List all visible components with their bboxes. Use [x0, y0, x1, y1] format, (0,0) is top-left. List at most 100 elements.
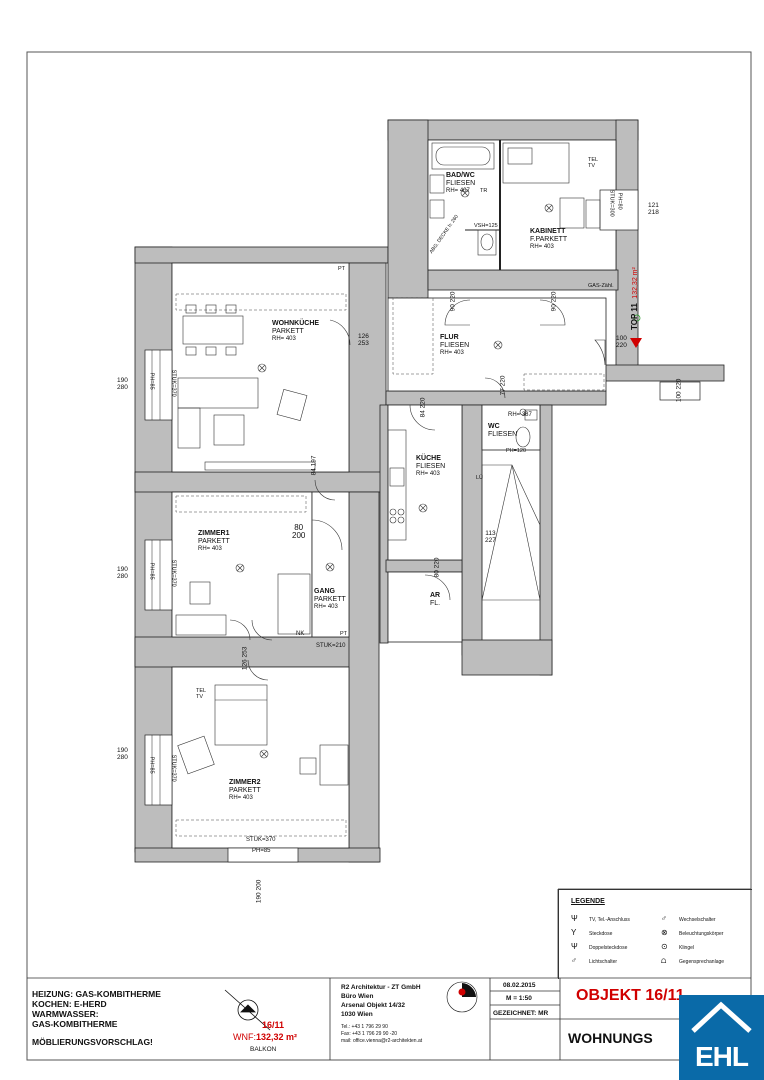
legend-text-klingel: Klingel — [679, 945, 695, 951]
dim-top: 100 — [675, 391, 683, 403]
legend-text-wechsel: Wechselschalter — [679, 917, 716, 923]
legend-text-steckdose: Steckdose — [589, 931, 613, 937]
room-floor: FL. — [430, 600, 441, 608]
dim-top: 90 — [550, 304, 558, 312]
dim-bottom: 220 — [675, 378, 683, 390]
nk-label: NK — [296, 631, 305, 637]
top-11-marker: TOP 11 132,32 m² — [624, 267, 642, 330]
heating-info: HEIZUNG: GAS-KOMBITHERME — [32, 989, 161, 999]
gas-meter-label: GAS-Zähl. — [588, 283, 614, 289]
dimension-80-220-kueche: 80 220 — [433, 557, 442, 578]
dimension-90-220-bad: 90 220 — [449, 291, 458, 312]
objekt-title: OBJEKT 16/11 — [576, 987, 685, 1004]
room-name: BAD/WC — [446, 172, 475, 179]
architect-fax: Fax: +43 1 796 29 90 -20 — [341, 1031, 398, 1037]
ph-85-z1: PH=85 — [148, 562, 155, 580]
dim-bottom: 200 — [255, 879, 263, 891]
legend-text-doppel: Doppelsteckdose — [589, 945, 628, 951]
architect-city: 1030 Wien — [341, 1011, 373, 1018]
room-label-gang: GANG PARKETT RH= 403 — [314, 588, 346, 611]
dim-top: 100 — [616, 335, 627, 342]
ph-85-z2-side: PH=85 — [148, 756, 155, 774]
ph-120: PH=120 — [506, 448, 527, 454]
vsh-125: VSH=125 — [474, 223, 498, 229]
dimension-84-220: 84 220 — [419, 397, 428, 417]
dimension-84-197: 84 197 — [311, 455, 319, 475]
room-name: ZIMMER1 — [198, 530, 230, 537]
legend-text-beleuchtung: Beleuchtungskörper — [679, 931, 724, 937]
cooking-info: KOCHEN: E-HERD — [32, 999, 107, 1009]
dim-bottom: 253 — [358, 339, 369, 347]
water-value: GAS-KOMBITHERME — [32, 1019, 118, 1029]
dim-bottom: 280 — [117, 383, 128, 391]
room-floor: FLIESEN — [440, 342, 470, 350]
dim-bottom: 280 — [117, 753, 128, 761]
bell-icon: ⊙ — [661, 942, 668, 951]
room-name: ZIMMER2 — [229, 779, 261, 786]
dimension-90-220-kab: 90 220 — [550, 291, 559, 312]
house-icon — [691, 1001, 752, 1033]
room-label-wc: WC FLIESEN — [488, 423, 517, 439]
dim-bottom: 200 — [292, 531, 306, 541]
legend-text-licht: Lichtschalter — [589, 959, 618, 965]
dim-bottom: 220 — [616, 341, 627, 349]
room-name: AR — [430, 592, 441, 599]
room-floor: PARKETT — [229, 787, 261, 795]
light-switch-icon: ♂ — [571, 956, 577, 965]
stuk-370-z2-side: STUK=370 — [170, 754, 177, 782]
dimension-190-280-z1: 190 280 — [117, 566, 128, 581]
room-name: FLUR — [440, 334, 459, 341]
dim-bottom: 280 — [117, 572, 128, 580]
ceiling-light-icon: ⊗ — [661, 928, 668, 937]
architect-street: Arsenal Objekt 14/32 — [341, 1002, 405, 1009]
socket-icon: Y — [571, 928, 577, 937]
dim-bottom: 253 — [241, 646, 249, 658]
dim-bottom: 220 — [433, 557, 441, 569]
stuk-370-z2: STUK=370 — [246, 837, 276, 843]
room-floor: PARKETT — [272, 328, 304, 336]
room-name: WC — [488, 423, 500, 430]
room-height: RH= 403 — [530, 244, 554, 251]
architect-name: R2 Architektur - ZT GmbH — [341, 984, 421, 991]
room-height: RH= 407 — [446, 188, 470, 195]
dim-top: 80 — [433, 570, 441, 578]
room-height: RH= 403 — [272, 336, 296, 343]
dimension-190-280-wk: 190 280 — [117, 377, 128, 392]
room-floor: FLIESEN — [488, 431, 518, 439]
ph-85-z2: PH=85 — [252, 848, 271, 854]
room-height: RH= 403 — [314, 604, 338, 611]
room-floor: FLIESEN — [416, 463, 446, 471]
dim-bottom: 218 — [648, 208, 659, 216]
dim-bottom: 220 — [419, 397, 427, 409]
ehl-logo: EHL — [679, 995, 764, 1080]
wnf-value: 132,32 m² — [256, 1032, 298, 1042]
dim-top: 90 — [449, 304, 457, 312]
room-name: KABINETT — [530, 228, 566, 235]
room-label-flur: FLUR FLIESEN RH= 403 — [440, 334, 469, 357]
tel-tv-zimmer2: TEL TV — [196, 688, 207, 701]
stuk-370-z1: STUK=370 — [170, 559, 177, 587]
intercom-icon: ⩍ — [661, 956, 667, 965]
dimension-126-253-z1: 126 253 — [241, 646, 249, 671]
room-height: RH= 403 — [229, 795, 253, 802]
dimension-126-253: 126 253 — [358, 333, 369, 348]
dim-bottom: 220 — [499, 375, 507, 387]
dim-top: 113 — [485, 530, 496, 537]
tr-label: TR — [480, 188, 488, 194]
plan-scale: M = 1:50 — [506, 995, 532, 1002]
dim-top: 80 — [294, 523, 304, 532]
legend-panel: LEGENDE Ψ TV, Tel.-Anschluss ♂ Wechselsc… — [558, 889, 752, 979]
stuk-210: STUK=210 — [316, 643, 346, 649]
dim-top: 126 — [241, 659, 249, 671]
drawn-by: GEZEICHNET: MR — [493, 1010, 549, 1017]
wnf-label: WNF: — [233, 1032, 256, 1042]
room-label-bad: BAD/WC FLIESEN RH= 407 — [446, 172, 475, 195]
dimension-100-220-right: 100 220 — [675, 378, 683, 403]
dim-top: 190 — [117, 747, 128, 754]
architect-tel: Tel.: +43 1 796 29 90 — [341, 1024, 388, 1030]
legend-title: LEGENDE — [571, 898, 605, 905]
dim-bottom: 220 — [550, 291, 558, 303]
dimension-121-218: 121 218 — [648, 202, 659, 217]
changeover-switch-icon: ♂ — [661, 914, 667, 923]
